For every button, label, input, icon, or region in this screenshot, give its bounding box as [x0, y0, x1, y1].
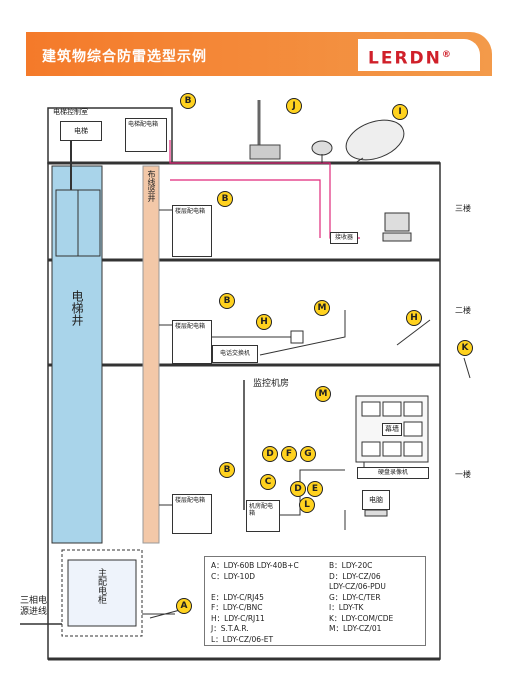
marker-b-2f: B — [219, 293, 235, 309]
video-wall-label: 幕墙 — [382, 423, 402, 436]
marker-a: A — [176, 598, 192, 614]
dvr-box: 硬盘录像机 — [357, 467, 429, 479]
elevator-box: 电梯 — [60, 121, 102, 141]
marker-b-3f: B — [217, 191, 233, 207]
marker-h-pbx: H — [256, 314, 272, 330]
floor-panel-2f: 楼层配电箱 — [172, 320, 212, 364]
legend-cell: I：LDY-TK — [329, 603, 364, 612]
legend-cell: J：S.T.A.R. — [211, 624, 249, 633]
legend-cell: A：LDY-60B LDY-40B+C — [211, 561, 299, 570]
marker-h-right: H — [406, 310, 422, 326]
floor-panel-1f: 楼层配电箱 — [172, 494, 212, 534]
marker-d-2: D — [290, 481, 306, 497]
legend-cell — [211, 582, 329, 593]
pbx-box: 电话交换机 — [212, 345, 258, 363]
legend-cell: L：LDY-CZ/06-ET — [211, 634, 274, 644]
marker-b-1f: B — [219, 462, 235, 478]
legend-cell: F：LDY-C/BNC — [211, 603, 263, 612]
legend-cell: H：LDY-C/RJ11 — [211, 613, 265, 623]
page-title: 建筑物综合防雷选型示例 — [42, 49, 207, 65]
legend-cell: B：LDY-20C — [329, 561, 373, 570]
floor-2-label: 二楼 — [455, 306, 471, 315]
marker-f: F — [281, 446, 297, 462]
floor-3-label: 三楼 — [455, 204, 471, 213]
elevator-shaft-label: 电梯井 — [70, 290, 84, 326]
pc-box: 电脑 — [362, 490, 390, 510]
marker-e: E — [307, 481, 323, 497]
legend-cell: G：LDY-C/TER — [329, 592, 381, 602]
monitor-room-label: 监控机房 — [253, 379, 290, 389]
marker-d-1: D — [262, 446, 278, 462]
marker-i: I — [392, 104, 408, 120]
marker-m-2f: M — [314, 300, 330, 316]
room-panel-box: 机房配电箱 — [246, 500, 280, 532]
legend-box: A：LDY-60B LDY-40B+C B：LDY-20C C：LDY-10D D：… — [204, 556, 426, 646]
marker-k: K — [457, 340, 473, 356]
legend-cell: LDY-CZ/06-PDU — [329, 582, 386, 591]
riser-label: 布线竖井 — [147, 170, 156, 202]
marker-b-top: B — [180, 93, 196, 109]
floor-panel-3f: 楼层配电箱 — [172, 205, 212, 257]
main-cabinet-label: 主配电柜 — [96, 568, 106, 604]
legend-cell: E：LDY-C/RJ45 — [211, 592, 264, 602]
legend-cell: M：LDY-CZ/01 — [329, 624, 382, 633]
elevator-control-room-label: 电梯控制室 — [53, 108, 88, 116]
legend-cell: K：LDY-COM/CDE — [329, 613, 394, 623]
marker-g: G — [300, 446, 316, 462]
power-in-label: 三相电源进线 — [20, 596, 48, 617]
legend-cell — [329, 635, 429, 646]
elevator-panel: 电梯配电箱 — [125, 118, 167, 152]
legend-cell: C：LDY-10D — [211, 571, 255, 581]
receiver-box: 接收器 — [330, 232, 358, 244]
marker-l: L — [299, 497, 315, 513]
brand-logo: LERDN® — [358, 39, 480, 71]
marker-m-room: M — [315, 386, 331, 402]
floor-1-label: 一楼 — [455, 470, 471, 479]
marker-c: C — [260, 474, 276, 490]
legend-cell: D：LDY-CZ/06 — [329, 571, 381, 581]
marker-j: J — [286, 98, 302, 114]
